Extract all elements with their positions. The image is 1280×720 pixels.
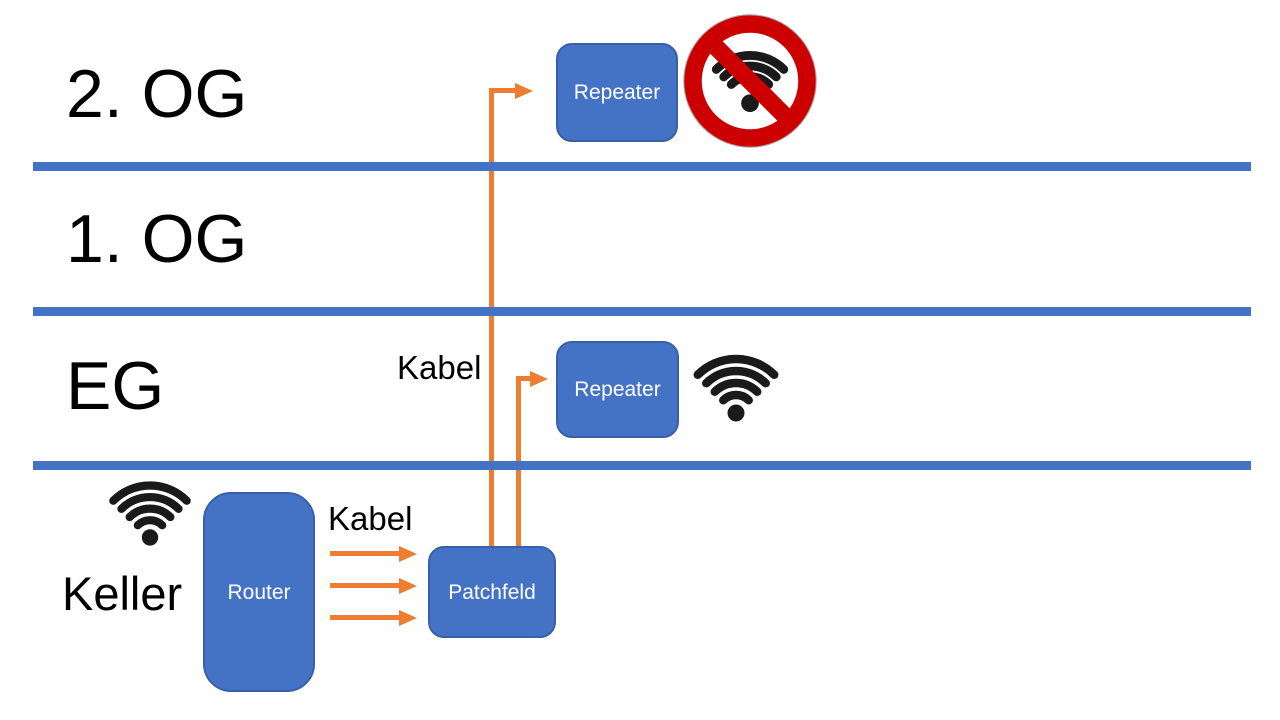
node-patchfeld: Patchfeld (428, 546, 556, 638)
floor-label-keller: Keller (62, 567, 183, 620)
cable-router-patchfeld-1 (330, 551, 400, 556)
cable-arrowhead-patchfeld-2 (399, 578, 417, 594)
cable-label-kabel-keller: Kabel (328, 500, 413, 537)
floor-label-eg: EG (66, 348, 165, 424)
wifi-icon (100, 474, 200, 549)
wifi-icon (686, 347, 786, 425)
cable-router-patchfeld-2 (330, 583, 400, 588)
node-router: Router (203, 492, 315, 692)
cable-riser-og2-vertical (489, 90, 494, 546)
cable-arrowhead-eg (530, 371, 548, 387)
no-wifi-icon (683, 14, 817, 148)
node-repeater-og2-label: Repeater (573, 81, 661, 104)
node-repeater-og2: Repeater (556, 43, 678, 142)
floor-divider-og1-eg (33, 307, 1251, 316)
cable-label-kabel-eg: Kabel (397, 349, 482, 386)
cable-router-patchfeld-3 (330, 615, 400, 620)
node-repeater-eg-label: Repeater (574, 378, 661, 401)
cable-riser-eg-horizontal (516, 376, 530, 381)
cable-arrowhead-patchfeld-3 (399, 610, 417, 626)
cable-arrowhead-patchfeld-1 (399, 546, 417, 562)
floor-divider-eg-keller (33, 461, 1251, 470)
cable-arrowhead-og2 (515, 83, 533, 99)
cable-riser-og2-horizontal (489, 88, 516, 93)
floor-divider-og2-og1 (33, 162, 1251, 171)
node-patchfeld-label: Patchfeld (448, 580, 536, 604)
node-repeater-eg: Repeater (556, 341, 679, 438)
floor-label-og2: 2. OG (66, 56, 248, 132)
node-router-label: Router (227, 580, 291, 604)
floor-label-og1: 1. OG (66, 201, 248, 277)
